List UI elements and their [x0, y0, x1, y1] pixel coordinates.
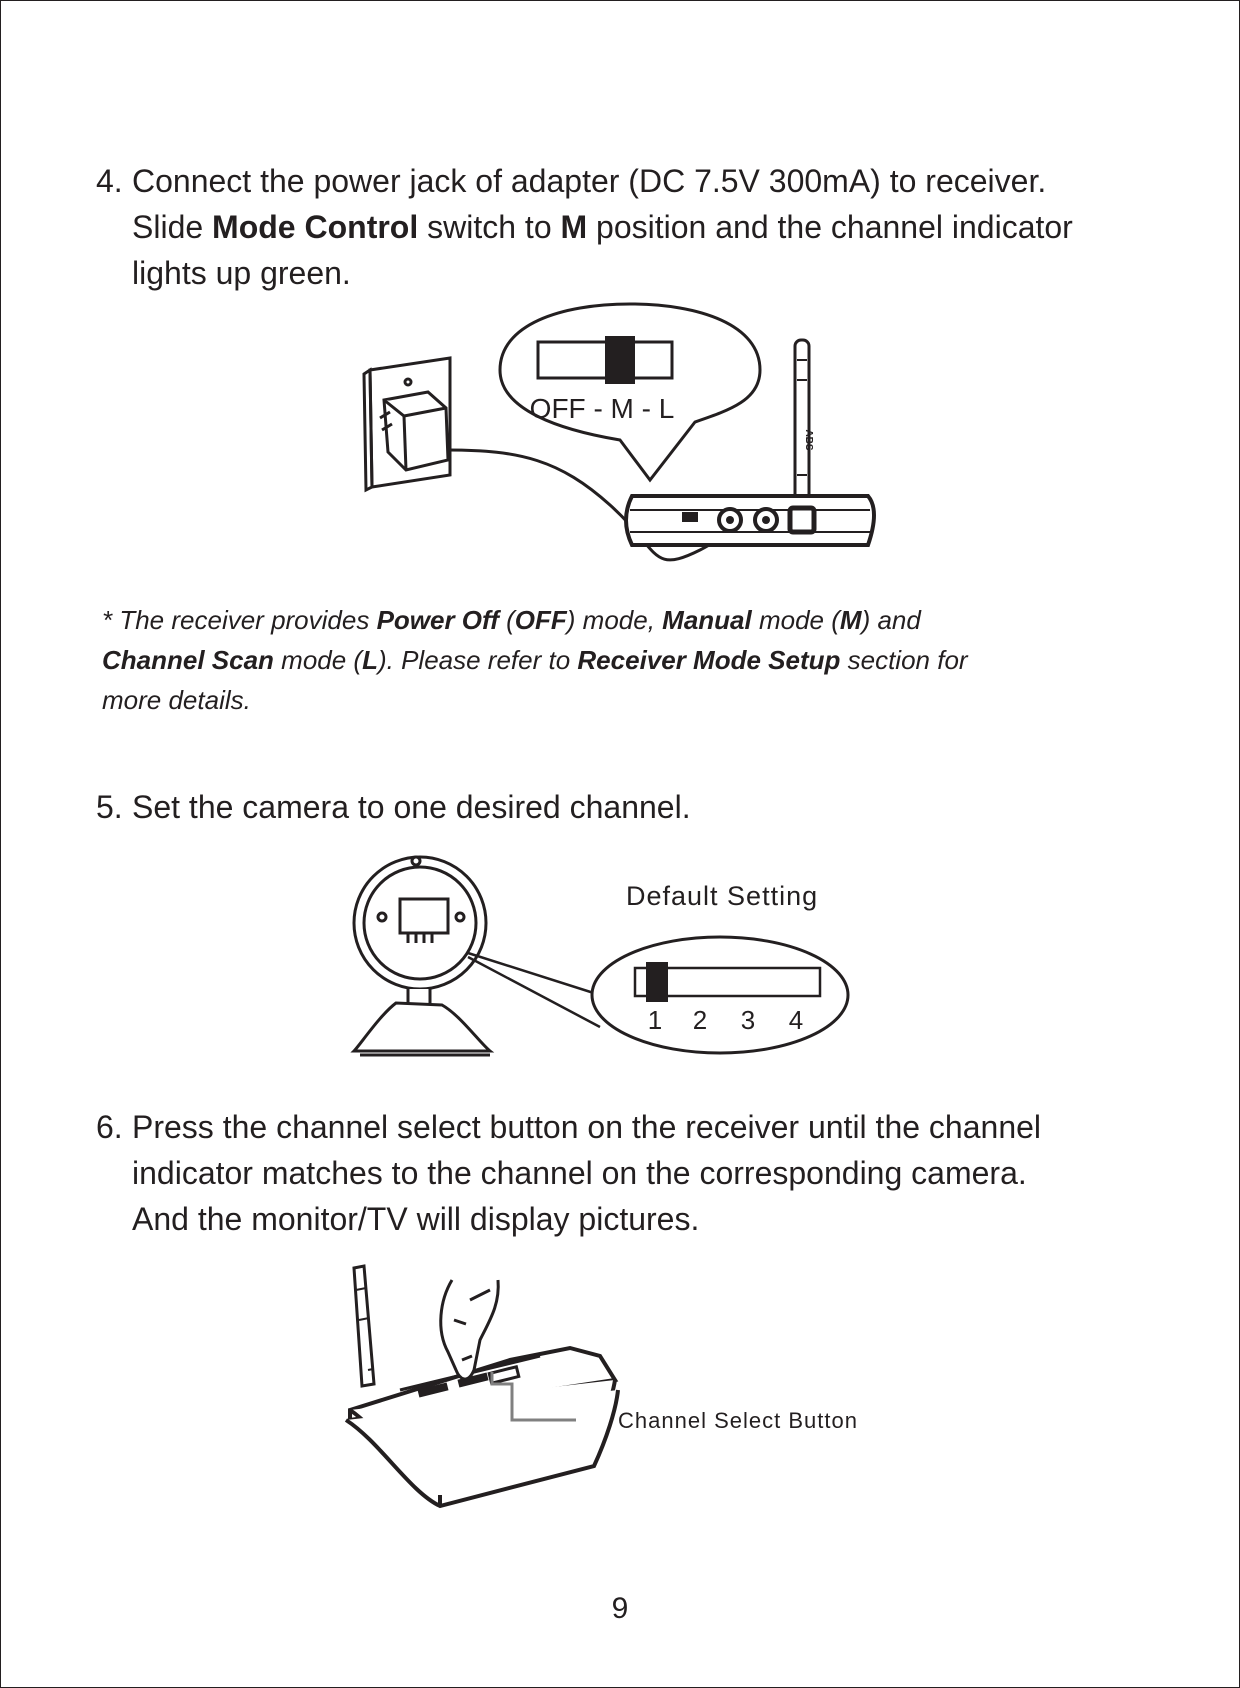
antenna-icon	[793, 338, 811, 502]
note-text: ). Please refer to	[377, 645, 578, 675]
note-text: mode (	[751, 605, 840, 635]
note-term-power-off: Power Off	[376, 605, 499, 635]
step-4-line-2-pre: Slide	[132, 209, 213, 245]
step-6: 6.Press the channel select button on the…	[96, 1104, 1041, 1242]
figure-receiver-power: OFF - M - L ABS	[362, 302, 876, 562]
step-5: 5.Set the camera to one desired channel.	[96, 784, 691, 830]
mode-control-term: Mode Control	[212, 209, 419, 245]
channel-label-4: 4	[789, 1005, 803, 1035]
antenna-logo: ABS	[803, 429, 814, 450]
antenna-icon	[352, 1264, 376, 1388]
note-text: (	[498, 605, 515, 635]
step-4: 4.Connect the power jack of adapter (DC …	[96, 158, 1073, 296]
receiver-icon	[624, 494, 876, 547]
step-4-line-3: lights up green.	[132, 255, 351, 291]
note-term-l: L	[362, 645, 378, 675]
note-term-m: M	[839, 605, 862, 635]
step-6-number: 6.	[96, 1109, 123, 1145]
receiver-icon	[344, 1345, 620, 1509]
step-4-line-2-post: position and the channel indicator	[587, 209, 1073, 245]
step-6-line-1: Press the channel select button on the r…	[132, 1109, 1042, 1145]
channel-select-button	[487, 1364, 521, 1386]
mode-switch-callout	[498, 302, 762, 483]
hand-icon	[439, 1279, 500, 1381]
mode-switch-label: OFF - M - L	[530, 393, 675, 424]
page-number: 9	[611, 1592, 629, 1625]
note-text: ) and	[861, 605, 921, 635]
mode-note: * The receiver provides Power Off (OFF) …	[102, 600, 968, 720]
camera-icon	[350, 855, 495, 1057]
channel-label-2: 2	[693, 1005, 707, 1035]
note-term-channel-scan: Channel Scan	[102, 645, 274, 675]
step-4-line-1: Connect the power jack of adapter (DC 7.…	[132, 163, 1047, 199]
power-adapter-icon	[379, 390, 450, 472]
note-text: section for	[840, 645, 968, 675]
step-4-line-2-mid: switch to	[418, 209, 561, 245]
figure-channel-select: Channel Select Button	[344, 1264, 858, 1509]
note-term-manual: Manual	[662, 605, 752, 635]
channel-label-1: 1	[648, 1005, 662, 1035]
note-text: * The receiver provides	[102, 605, 377, 635]
note-text: more details.	[102, 685, 251, 715]
callout-leader	[490, 1372, 576, 1422]
step-5-text: Set the camera to one desired channel.	[132, 789, 691, 825]
note-text: ) mode,	[566, 605, 663, 635]
step-5-number: 5.	[96, 789, 123, 825]
channel-select-label: Channel Select Button	[618, 1408, 858, 1433]
note-text: mode (	[273, 645, 363, 675]
channel-label-3: 3	[741, 1005, 755, 1035]
note-term-receiver-mode-setup: Receiver Mode Setup	[577, 645, 841, 675]
channel-switch-knob	[646, 962, 668, 1002]
step-6-line-2: indicator matches to the channel on the …	[132, 1155, 1027, 1191]
default-setting-label: Default Setting	[626, 881, 818, 911]
m-position-term: M	[560, 209, 588, 245]
step-6-line-3: And the monitor/TV will display pictures…	[132, 1201, 700, 1237]
step-4-number: 4.	[96, 163, 123, 199]
note-term-off: OFF	[514, 605, 567, 635]
figure-camera-channel: Default Setting 1 2 3 4	[350, 855, 850, 1057]
